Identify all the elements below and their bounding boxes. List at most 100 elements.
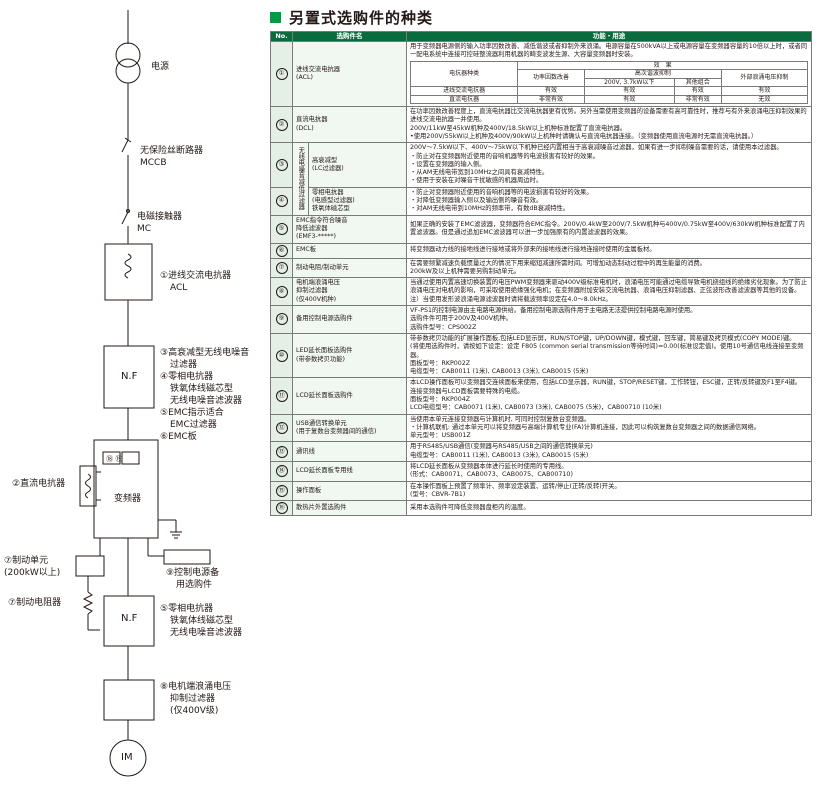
row-name: LCD延长面板专用线 (292, 461, 407, 482)
dcl-row-other: 非常有效 (673, 94, 722, 105)
row-name: 零相电抗器 (电感型过滤器) 铁氧体磁芯型 (308, 186, 407, 216)
acl-h-device: 电抗器种类 (409, 60, 519, 88)
row-no: ⑬ (270, 441, 293, 463)
table-row: ⑦ 制动电阻/制动单元 在需要频繁减速负载惯量过大的情况下用来缩短减速所需时间。… (270, 257, 812, 279)
table-row: ⑧ 电机端浪涌电压 抑制过滤器 (仅400V机种) 当通过使用内置高速切换装置的… (270, 277, 812, 307)
label-ctrl-power-1: ⑨控制电源备 (166, 568, 220, 578)
row-name: EMC指令符合噪音 降低滤波器 (EMF3-*****) (292, 214, 407, 244)
row-no-badge: ⑧ (275, 285, 288, 298)
row-no: ⑥ (270, 242, 293, 259)
header-no: No. (270, 31, 293, 42)
row-no: ⑪ (270, 377, 293, 415)
wiring-lines (75, 10, 211, 777)
row-name: 制动电阻/制动单元 (292, 257, 407, 279)
acl-row-pf: 有效 (517, 86, 585, 96)
acl-h-effect: 效 果 (517, 60, 808, 71)
row-no-badge: ⑩ (275, 349, 288, 362)
row-name: 电机端浪涌电压 抑制过滤器 (仅400V机种) (292, 277, 407, 307)
label-nf-1: ③高衰减型无线电噪音 (160, 348, 250, 358)
group-label: 无线电噪音减低过滤器 (292, 142, 309, 216)
row-name: 高衰减型 (LC过滤器) (308, 142, 407, 188)
label-nf-5: 无线电噪音滤波器 (170, 396, 243, 406)
label-nf2-1: ⑤零相电抗器 (160, 604, 214, 614)
header-func: 功能・用途 (406, 31, 812, 42)
label-nf-6: ⑤EMC指示适合 (160, 408, 224, 418)
table-header-row: No. 选购件名 功能・用途 (270, 31, 812, 42)
row-no-badge: ⑤ (275, 223, 288, 236)
table-row: ⑬ 通讯线 用于RS485/USB通信(变频器与RS485/USB之间的通信转换… (270, 441, 812, 463)
label-mc-code: MC (137, 224, 152, 234)
header-name: 选购件名 (292, 31, 407, 42)
row-no: ② (270, 106, 293, 144)
inverter-label: 变频器 (114, 494, 142, 504)
row-no-badge: ⑨ (275, 313, 288, 326)
table-row: ⑥ EMC板 将变频器动力线的接地线进行接地或将外部来的接地线进行接地连接时使用… (270, 242, 812, 259)
table-row: ⑯ 散热片外置选购件 采用本选购件可降低变频器盘柜内的温度。 (270, 500, 812, 517)
row-no-badge: ③ (275, 159, 288, 172)
row-no: ⑦ (270, 257, 293, 279)
row-name: 操作面板 (292, 480, 407, 502)
row-no-badge: ⑮ (275, 484, 288, 497)
page-title: 另置式选购件的种类 (289, 8, 434, 27)
table-row: ④ 零相电抗器 (电感型过滤器) 铁氧体磁芯型 ・防止对变频器附近使用的音响机器… (270, 186, 812, 216)
acl-h-pf: 功率因数改善 (517, 69, 585, 88)
label-nf-7: EMC过滤器 (170, 420, 217, 430)
acl-h-200: 200V, 3.7kW以下 (583, 77, 675, 88)
table-row: ① 进线交流电抗器 (ACL) 用于变频器电源侧的输入功率因数改善、减低谐波或者… (270, 40, 812, 108)
row-no-badge: ① (275, 68, 288, 81)
label-nf2-2: 铁氧体线磁芯型 (170, 616, 234, 626)
table-row: ⑮ 操作面板 在本操作面板上预置了频率计、频率设定装置、运转/停止(正转/反转)… (270, 480, 812, 502)
inverter-badge: ⑱ ⑲ (106, 455, 123, 463)
table-row: ③ 无线电噪音减低过滤器 高衰减型 (LC过滤器) 200V～7.5kW以下、4… (270, 142, 812, 216)
acl-h-harm: 高次谐波抑制 (583, 69, 722, 79)
row-no-badge: ② (275, 118, 288, 131)
row-name: USB通信转换单元 (用于复数台变频器间的通信) (292, 413, 407, 443)
row-no: ⑮ (270, 480, 293, 502)
row-func: 当通过使用内置高速切换装置的电压PWM变频器来驱动400V级标准电机时，浪涌电压… (406, 277, 812, 307)
row-no-badge: ④ (275, 195, 288, 208)
row-no-badge: ⑭ (275, 465, 288, 478)
row-no: ③ (270, 142, 293, 188)
row-func: 本LCD操作面板可以变频器交连续面板来使用，包括LCD显示器，RUN键，STOP… (406, 377, 812, 415)
label-acl: ①进线交流电抗器 (160, 271, 232, 281)
row-name: LCD延长面板选购件 (292, 377, 407, 415)
label-power: 电源 (151, 62, 170, 72)
wiring-diagram: 电源 无保险丝断路器 MCCB 电磁接触器 MC ①进线交流电抗器 ACL N.… (0, 0, 262, 792)
row-no: ① (270, 40, 293, 108)
label-mccb-code: MCCB (140, 158, 167, 168)
dcl-row-name: 直流电抗器 (409, 94, 519, 105)
acl-effect-table: 电抗器种类 效 果 功率因数改善 高次谐波抑制 外部浪涌电压抑制 200V, 3… (409, 60, 809, 105)
options-table: No. 选购件名 功能・用途 ① 进线交流电抗器 (ACL) 用于变频器电源侧的… (270, 31, 812, 517)
row-no-badge: ⑥ (275, 244, 288, 257)
table-row: ⑩ LED延长面板选购件 (带参数拷贝功能) 带参数拷贝功能的扩展操作面板,包括… (270, 332, 812, 379)
row-name: 进线交流电抗器 (ACL) (292, 40, 407, 108)
row-no: ⑭ (270, 461, 293, 482)
label-braking-unit-range: (200kW以上) (4, 568, 61, 578)
label-surge-2: 抑制过滤器 (170, 694, 216, 704)
nf-box-label: N.F (121, 371, 138, 382)
row-func: 在功率因数改善程度上，直流电抗器比交流电抗器更有优势。另外当需使用变频器的设备需… (406, 106, 812, 144)
section-header: 另置式选购件的种类 (270, 6, 433, 28)
nf2-box-label: N.F (121, 613, 138, 624)
row-no-badge: ⑫ (275, 422, 288, 435)
acl-row-surge: 有效 (720, 86, 809, 96)
row-func: ・防止对变频器附近使用的音响机器等的电波损害有较好的效果。 ・对降低变频器输入侧… (406, 186, 812, 216)
label-nf2-3: 无线电噪音滤波器 (170, 628, 243, 638)
row-func: 在需要频繁减速负载惯量过大的情况下用来缩短减速所需时间。可增加动态制动过程中的再… (406, 257, 812, 279)
acl-row-other: 有效 (673, 86, 722, 96)
row-no: ⑯ (270, 500, 293, 517)
acl-h-other: 其他组合 (673, 77, 722, 88)
label-surge-1: ⑧电机端浪涌电压 (160, 682, 232, 692)
label-mc: 电磁接触器 (137, 212, 183, 222)
row-text: 用于变频器电源侧的输入功率因数改善、减低谐波或者抑制外来浪涌。电源容量在500k… (410, 43, 808, 59)
dcl-row-200: 有效 (583, 94, 675, 105)
table-row: ② 直流电抗器 (DCL) 在功率因数改善程度上，直流电抗器比交流电抗器更有优势… (270, 106, 812, 144)
row-func: VF-PS1的控制电源由主电路电源供给。备用控制电源选购件用于主电路无法提供控制… (406, 305, 812, 334)
row-name: 散热片外置选购件 (292, 500, 407, 517)
table-row: ⑨ 备用控制电源选购件 VF-PS1的控制电源由主电路电源供给。备用控制电源选购… (270, 305, 812, 334)
row-func: 带参数拷贝功能的扩展操作面板,包括LED显示屏，RUN/STOP键，UP/DOW… (406, 332, 812, 379)
table-row: ⑭ LCD延长面板专用线 将LCD延长面板从变频器本体进行延长时使用的专用线。 … (270, 461, 812, 482)
motor-label: IM (121, 752, 133, 763)
label-surge-3: (仅400V级) (170, 706, 219, 716)
row-func: 将LCD延长面板从变频器本体进行延长时使用的专用线。 (形式：CAB0071、C… (406, 461, 812, 482)
